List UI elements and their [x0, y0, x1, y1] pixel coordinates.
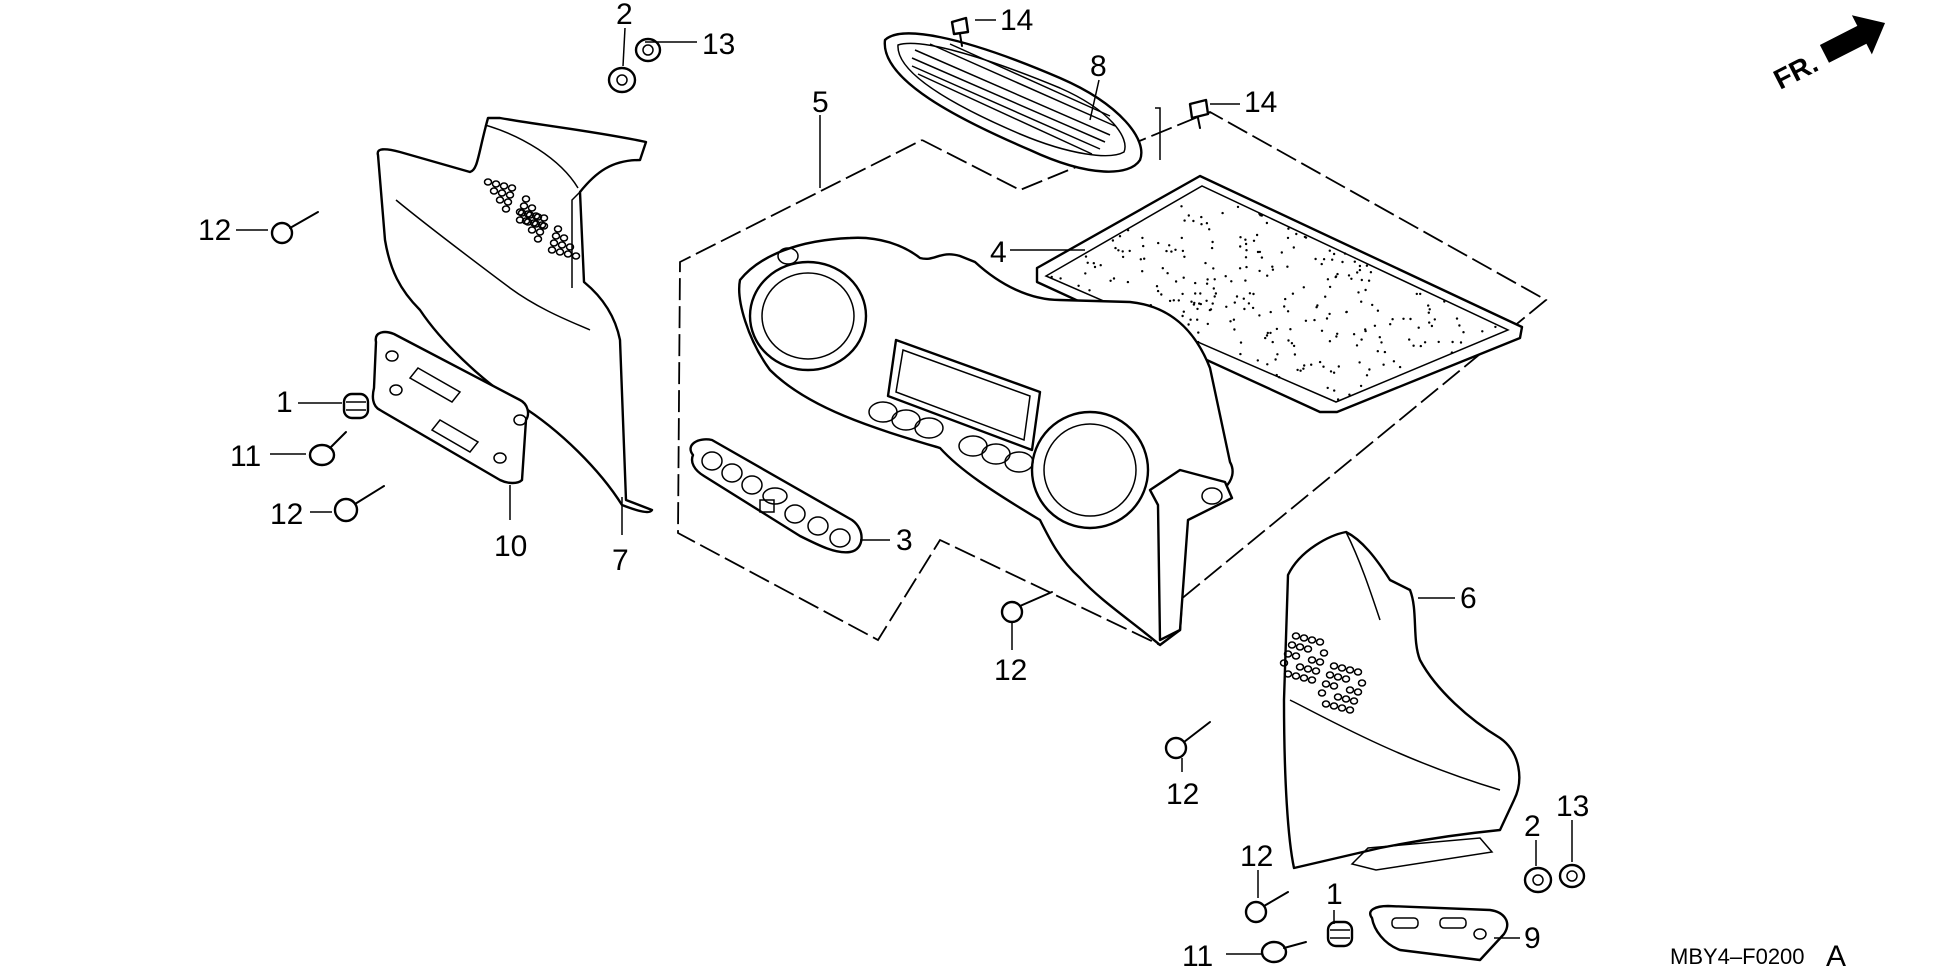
callout-9: 9 [1524, 922, 1541, 955]
bolt-12b [333, 485, 385, 523]
callout-6: 6 [1460, 582, 1477, 615]
hardware [270, 16, 1586, 964]
callout-10: 10 [494, 530, 527, 563]
clip-14a [950, 16, 970, 47]
callout-11-left: 11 [230, 440, 261, 473]
callout-13-right: 13 [1556, 790, 1589, 823]
bolt-12a [270, 211, 319, 245]
callout-labels: 2 13 14 8 14 5 4 12 1 11 12 10 7 3 12 6 … [198, 0, 1589, 971]
nut-2a [607, 66, 637, 94]
bolt-12c [1000, 591, 1053, 624]
drawing-code-suffix: A [1826, 940, 1846, 966]
part-9-bracket-right [1369, 904, 1509, 962]
callout-13-top: 13 [702, 28, 735, 61]
callout-14-mid: 14 [1244, 86, 1277, 119]
part-10-bracket-left [371, 330, 530, 485]
callout-2-right: 2 [1524, 810, 1541, 843]
part-8-grille [883, 32, 1143, 173]
grommet-1b [1326, 920, 1354, 948]
front-arrow-icon [1819, 15, 1886, 63]
leader-lines [236, 19, 1573, 955]
screw-11b [1260, 940, 1307, 964]
callout-8: 8 [1090, 50, 1107, 83]
clip-14b [1188, 98, 1210, 129]
nut-13b [1558, 863, 1586, 889]
front-label: FR. [1769, 47, 1823, 95]
nut-2b [1523, 866, 1553, 894]
callout-12-left-top: 12 [198, 214, 231, 247]
nut-13a [634, 37, 662, 63]
callout-14-top: 14 [1000, 4, 1033, 37]
part-6-right-cover [1279, 530, 1521, 871]
part-5-meter-housing [738, 236, 1234, 647]
screw-11a [308, 431, 347, 467]
callout-1-right: 1 [1326, 878, 1343, 911]
callout-11-right: 11 [1182, 940, 1213, 966]
callout-5: 5 [812, 86, 829, 119]
callout-12-right-low: 12 [1240, 840, 1273, 873]
callout-2-top: 2 [616, 0, 633, 31]
drawing-code: MBY4–F0200 A [1670, 940, 1846, 971]
callout-12-left-bottom: 12 [270, 498, 303, 531]
grommet-1a [342, 392, 370, 420]
callout-3: 3 [896, 524, 913, 557]
bolt-12e [1244, 891, 1289, 924]
drawing-code-text: MBY4–F0200 [1670, 944, 1805, 966]
front-direction-marker: FR. [1769, 15, 1886, 95]
part-7-left-cover [376, 116, 654, 514]
callout-4: 4 [990, 236, 1007, 269]
callout-12-right-mid: 12 [1166, 778, 1199, 811]
callout-7: 7 [612, 544, 629, 577]
part-3-switch-plate [689, 438, 863, 554]
callout-1-left: 1 [276, 386, 293, 419]
bolt-12d [1164, 721, 1211, 760]
callout-12-center: 12 [994, 654, 1027, 687]
